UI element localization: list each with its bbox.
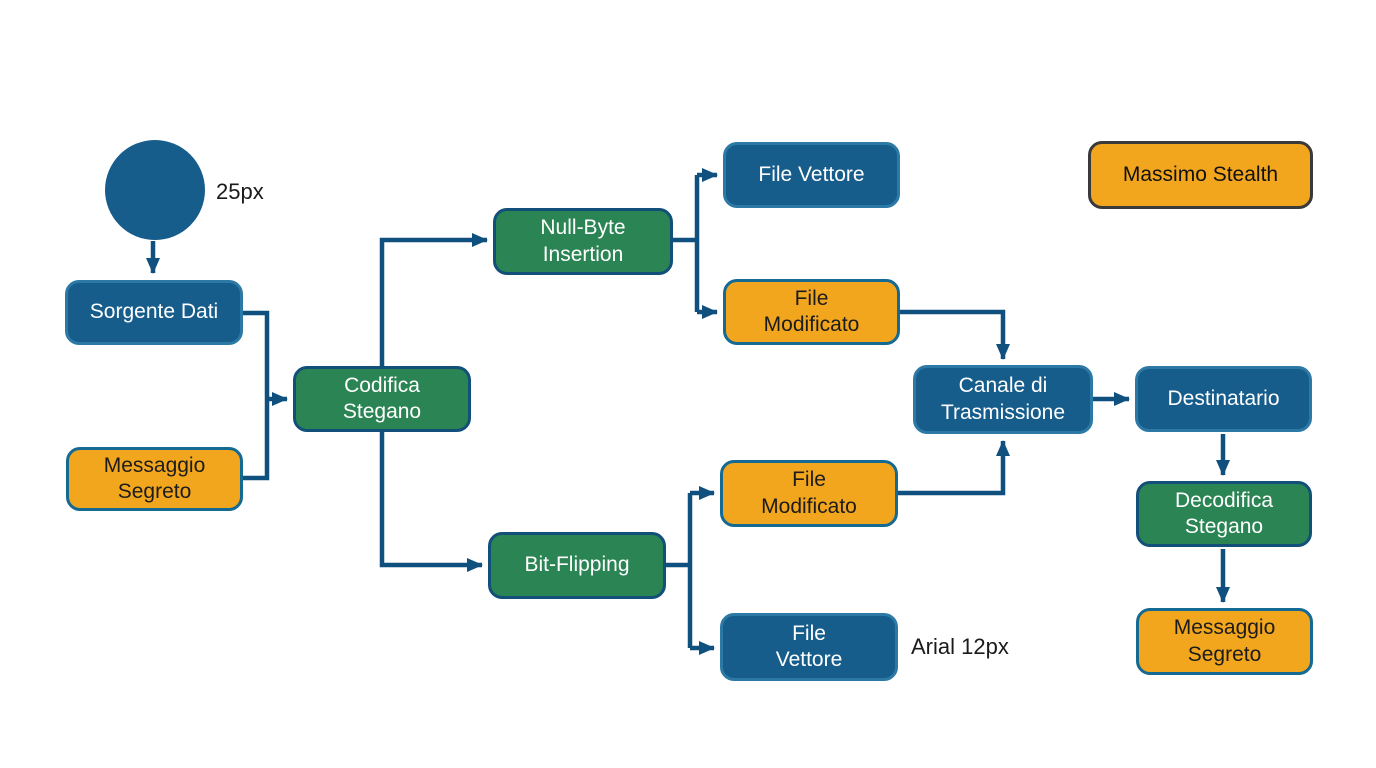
node-massimo-stealth: Massimo Stealth [1088, 141, 1313, 209]
node-label: File Vettore [758, 162, 865, 186]
node-label: File Modificato [763, 286, 860, 336]
node-codifica-stegano: Codifica Stegano [293, 366, 471, 432]
node-canale-di-trasmissione: Canale di Trasmissione [913, 365, 1093, 434]
node-label: Codifica Stegano [342, 373, 422, 423]
node-messaggio-segreto-out: Messaggio Segreto [1136, 608, 1313, 675]
node-label: Destinatario [1167, 386, 1280, 410]
node-label: Canale di Trasmissione [940, 374, 1066, 424]
node-label: File Vettore [775, 621, 843, 671]
node-file-vettore-top: File Vettore [723, 142, 900, 208]
edge-codifica-to-bitflipping [379, 432, 483, 572]
node-destinatario: Destinatario [1135, 366, 1312, 432]
node-file-vettore-bottom: File Vettore [720, 613, 898, 681]
node-file-modificato-bottom: File Modificato [720, 460, 898, 527]
circle-size-annotation: 25px [216, 179, 264, 204]
node-decodifica-stegano: Decodifica Stegano [1136, 481, 1312, 547]
edge-filemodtop-to-canale [900, 309, 1010, 360]
start-circle [105, 140, 205, 240]
node-label: File Modificato [761, 468, 857, 518]
node-label: Massimo Stealth [1122, 162, 1279, 186]
node-file-modificato-top: File Modificato [723, 279, 900, 345]
node-null-byte-insertion: Null-Byte Insertion [493, 208, 673, 275]
node-messaggio-segreto-in: Messaggio Segreto [66, 447, 243, 511]
edge-filemodbottom-to-canale [898, 440, 1010, 496]
node-sorgente-dati: Sorgente Dati [65, 280, 243, 345]
edge-merge-rail [243, 310, 270, 481]
node-bit-flipping: Bit-Flipping [488, 532, 666, 599]
node-label: Messaggio Segreto [1173, 616, 1276, 666]
node-label: Null-Byte Insertion [540, 216, 626, 266]
node-label: Decodifica Stegano [1174, 488, 1274, 538]
node-label: Bit-Flipping [524, 553, 630, 577]
edge-codifica-to-nullbyte [379, 233, 488, 366]
node-label: Sorgente Dati [89, 300, 219, 324]
font-annotation: Arial 12px [911, 634, 1009, 659]
node-label: Messaggio Segreto [103, 453, 206, 503]
